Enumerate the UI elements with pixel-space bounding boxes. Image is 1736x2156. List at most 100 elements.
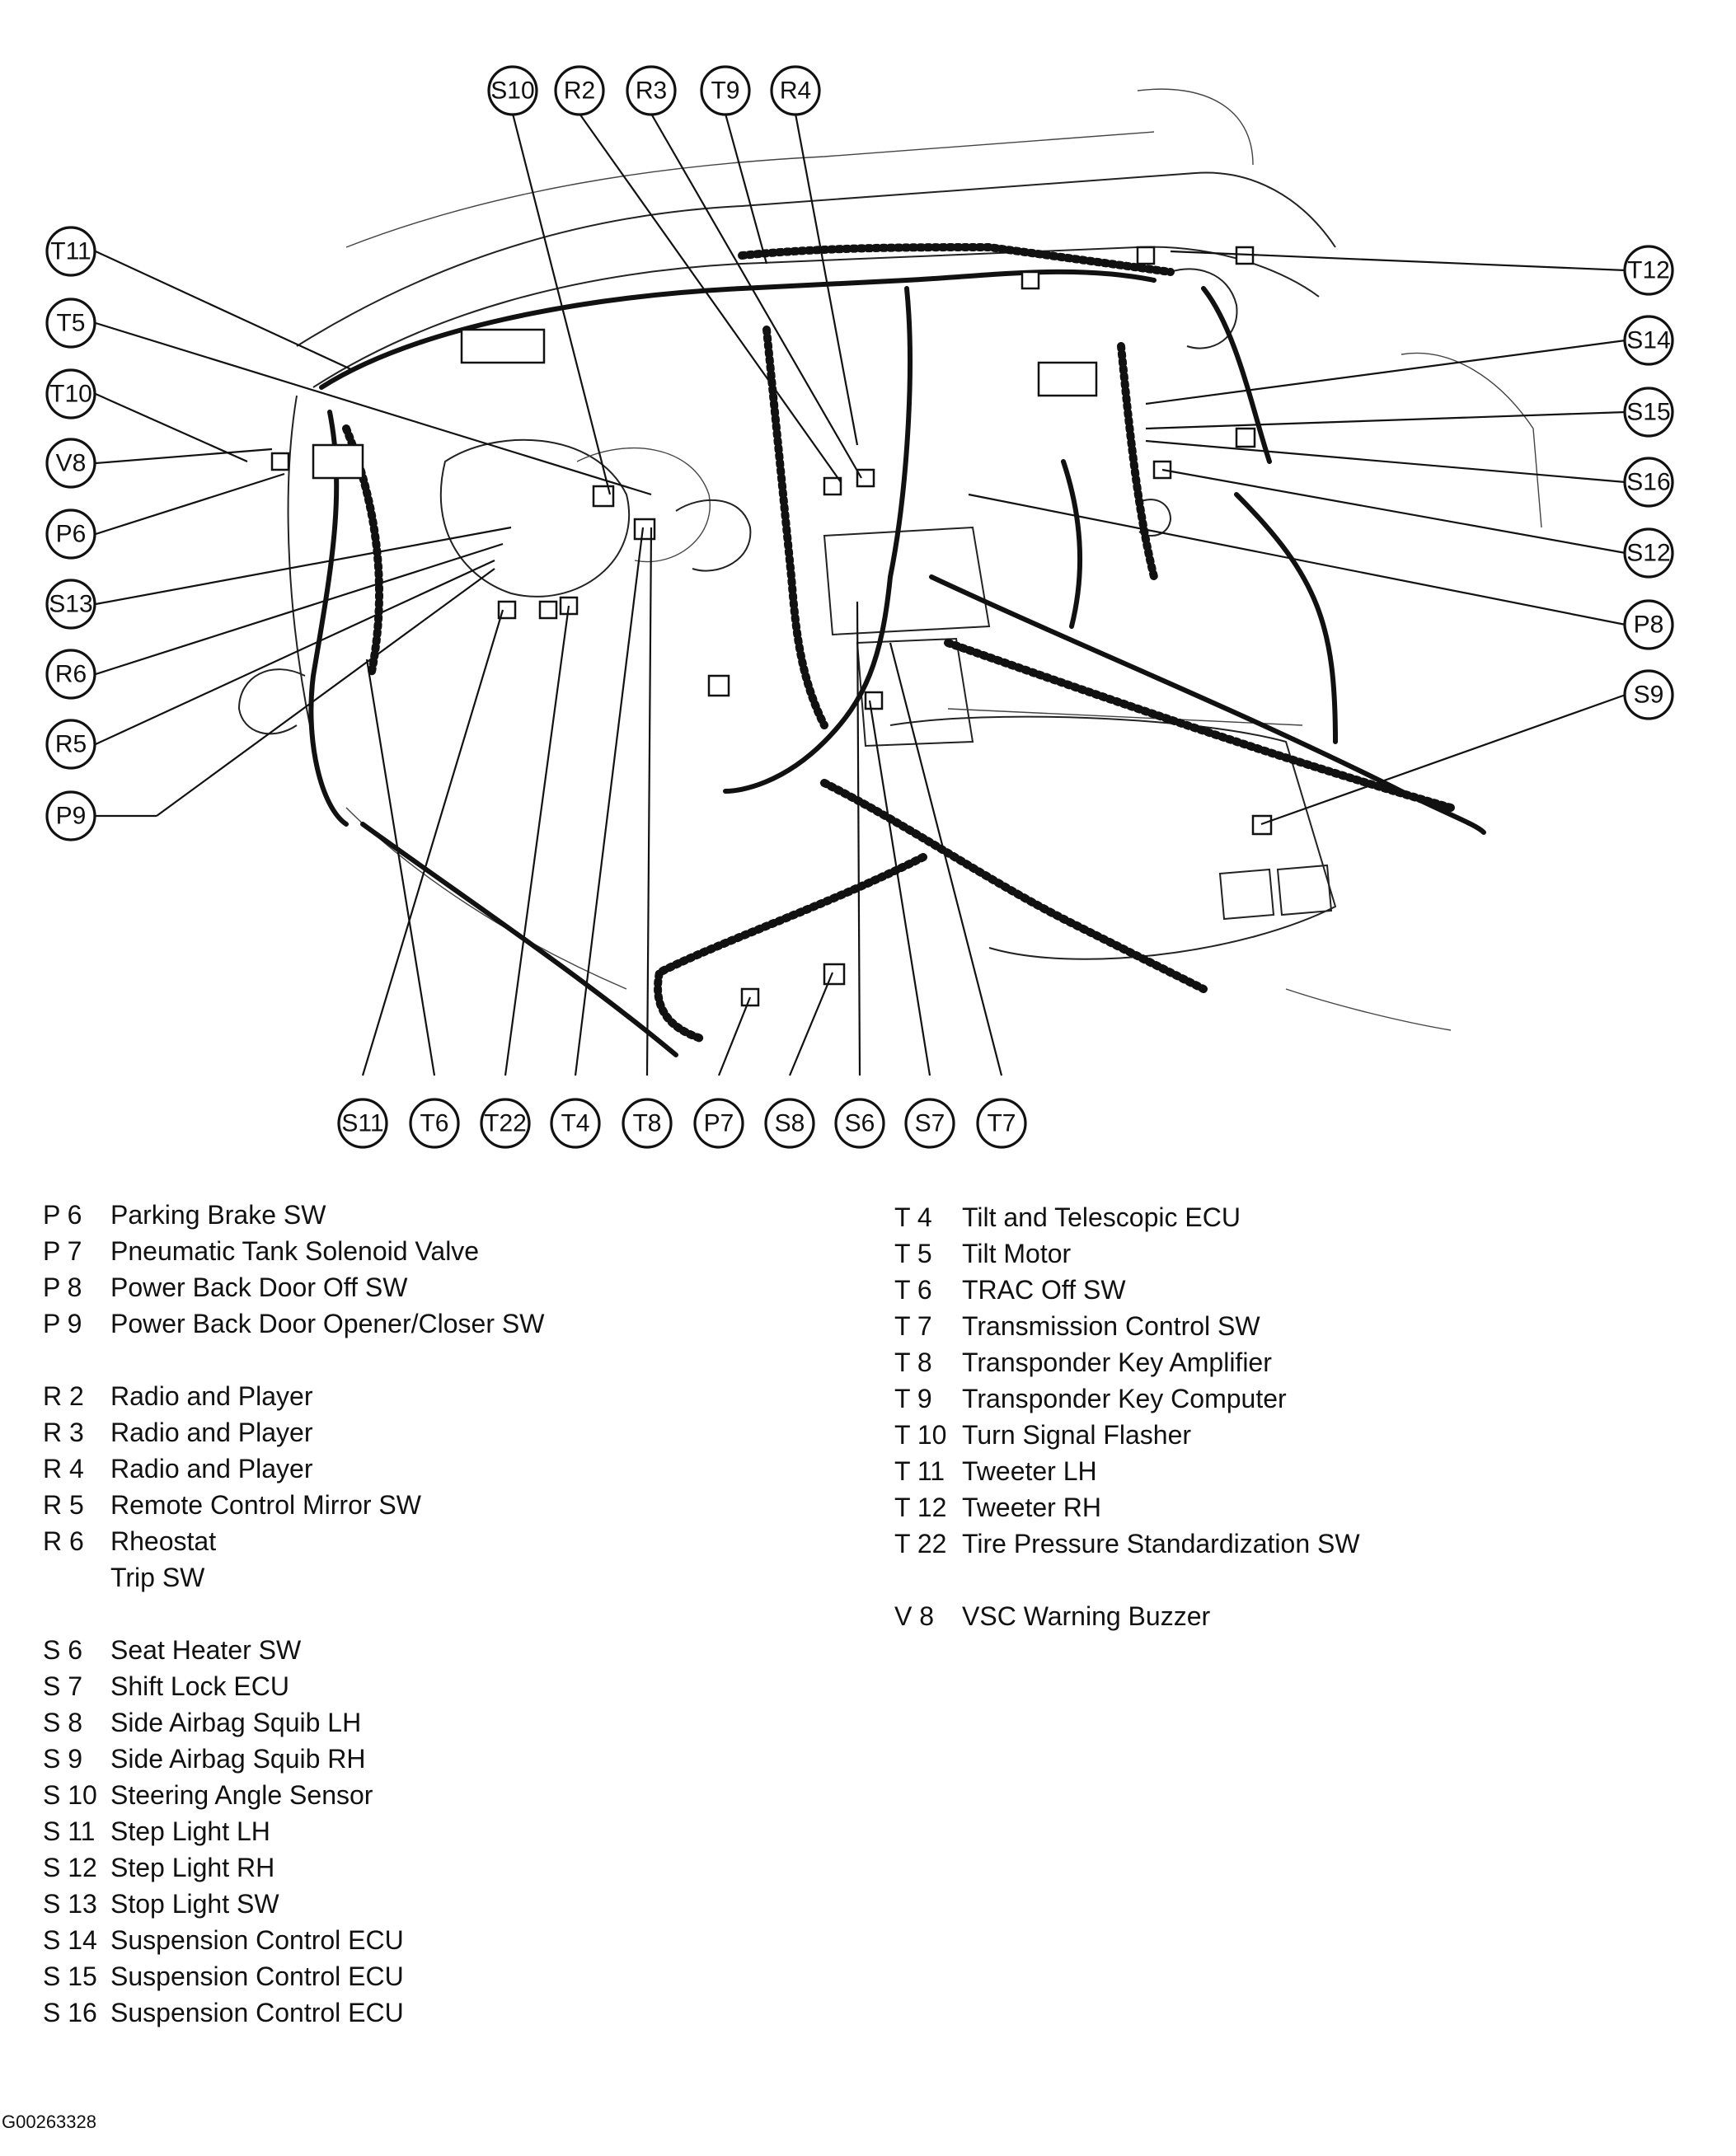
callout-label: T11	[50, 238, 91, 265]
callout-label: S11	[341, 1110, 383, 1137]
callout-label: R5	[55, 731, 87, 758]
callout-P7: P7	[693, 1098, 744, 1149]
legend-row: T 11 Tweeter LH	[894, 1453, 1360, 1489]
legend-code: T 6	[894, 1275, 932, 1305]
callout-P8: P8	[1623, 599, 1674, 650]
callout-label: R2	[564, 77, 595, 105]
legend-label: Transponder Key Amplifier	[962, 1348, 1272, 1377]
legend-code: T 12	[894, 1493, 947, 1522]
legend-code: T 10	[894, 1420, 947, 1450]
callouts-right: T12 S14 S15 S16 S12 P8 S9	[1623, 245, 1674, 720]
callout-label: S8	[775, 1110, 805, 1137]
callout-T7: T7	[976, 1098, 1027, 1149]
callout-T9: T9	[700, 65, 751, 116]
legend-label: Side Airbag Squib RH	[110, 1744, 366, 1774]
callout-S6: S6	[834, 1098, 885, 1149]
callouts-bottom: S11 T6 T22 T4 T8 P7 S8 S6 S7 T7	[337, 1098, 1027, 1149]
callout-R2: R2	[554, 65, 605, 116]
callout-T11: T11	[45, 226, 96, 277]
legend-code: T 11	[894, 1456, 945, 1486]
legend-label: Radio and Player	[110, 1381, 313, 1411]
callout-label: P9	[56, 803, 87, 830]
legend-spacer	[894, 1562, 1360, 1598]
legend-spacer	[43, 1596, 544, 1632]
legend-label: Transmission Control SW	[962, 1311, 1260, 1341]
legend-code: S 6	[43, 1635, 83, 1665]
legend-label: Power Back Door Opener/Closer SW	[110, 1309, 545, 1338]
callout-S8: S8	[764, 1098, 815, 1149]
legend-label: Tweeter LH	[962, 1456, 1097, 1486]
legend-code: S 15	[43, 1961, 97, 1991]
legend-code: S 14	[43, 1925, 97, 1955]
legend-label: Shift Lock ECU	[110, 1671, 289, 1701]
legend-label: Seat Heater SW	[110, 1635, 302, 1665]
callout-label: S6	[845, 1110, 875, 1137]
callout-S9: S9	[1623, 669, 1674, 720]
connector-blocks	[270, 246, 1273, 1007]
legend-code: T 22	[894, 1529, 947, 1558]
legend-label: Suspension Control ECU	[110, 1961, 404, 1991]
legend-label: Tilt Motor	[962, 1239, 1072, 1268]
callouts-left: T11 T5 T10 V8 P6 S13 R6 R5 P9	[45, 226, 96, 841]
harness-wires	[308, 242, 1486, 1057]
legend-label: Radio and Player	[110, 1418, 313, 1447]
legend-spacer	[43, 1342, 544, 1378]
callout-T12: T12	[1623, 245, 1674, 296]
legend-row: S 12 Step Light RH	[43, 1849, 544, 1886]
legend-label: Tweeter RH	[962, 1493, 1101, 1522]
callout-label: T4	[561, 1110, 589, 1137]
callout-S15: S15	[1623, 387, 1674, 438]
legend-label: Transponder Key Computer	[962, 1384, 1287, 1413]
callout-label: S14	[1626, 327, 1670, 354]
wiring-harness-diagram: S10 R2 R3 T9 R4 T11 T5 T10 V8 P6 S13 R6 …	[45, 65, 1674, 1149]
callout-label: T12	[1627, 257, 1670, 284]
legend-code: T 7	[894, 1311, 932, 1341]
legend-row: S 7 Shift Lock ECU	[43, 1668, 544, 1704]
legend-label: Power Back Door Off SW	[110, 1273, 408, 1302]
callout-T4: T4	[550, 1098, 601, 1149]
callout-label: S16	[1626, 469, 1670, 496]
legend-label: Step Light RH	[110, 1853, 275, 1882]
callout-label: P8	[1634, 612, 1664, 639]
legend-code: R 4	[43, 1454, 84, 1483]
callout-S10: S10	[487, 65, 538, 116]
callout-V8: V8	[45, 438, 96, 489]
callout-label: T7	[987, 1110, 1016, 1137]
callout-label: S7	[915, 1110, 945, 1137]
callout-label: T8	[632, 1110, 661, 1137]
legend-row: S 15 Suspension Control ECU	[43, 1958, 544, 1994]
legend-code: S 7	[43, 1671, 83, 1701]
legend-code: R 5	[43, 1490, 84, 1520]
callout-S12: S12	[1623, 527, 1674, 579]
legend-row: T 7 Transmission Control SW	[894, 1308, 1360, 1344]
callout-S7: S7	[904, 1098, 955, 1149]
callout-S11: S11	[337, 1098, 388, 1149]
callout-R4: R4	[770, 65, 821, 116]
legend-row: S 6 Seat Heater SW	[43, 1632, 544, 1668]
callout-T22: T22	[480, 1098, 531, 1149]
callout-label: S10	[490, 77, 534, 105]
legend-row: P 9 Power Back Door Opener/Closer SW	[43, 1305, 544, 1342]
legend-code: P 9	[43, 1309, 82, 1338]
callout-label: S15	[1626, 399, 1670, 426]
callout-label: P6	[56, 521, 87, 548]
legend-label: Suspension Control ECU	[110, 1925, 404, 1955]
callout-P9: P9	[45, 790, 96, 841]
legend-code: T 9	[894, 1384, 932, 1413]
legend-label: VSC Warning Buzzer	[962, 1601, 1211, 1631]
legend-label: Suspension Control ECU	[110, 1998, 404, 2027]
legend-label: Pneumatic Tank Solenoid Valve	[110, 1236, 480, 1266]
figure-id: G00263328	[2, 2111, 96, 2132]
legend-code: S 12	[43, 1853, 97, 1882]
legend-code: V 8	[894, 1601, 935, 1631]
